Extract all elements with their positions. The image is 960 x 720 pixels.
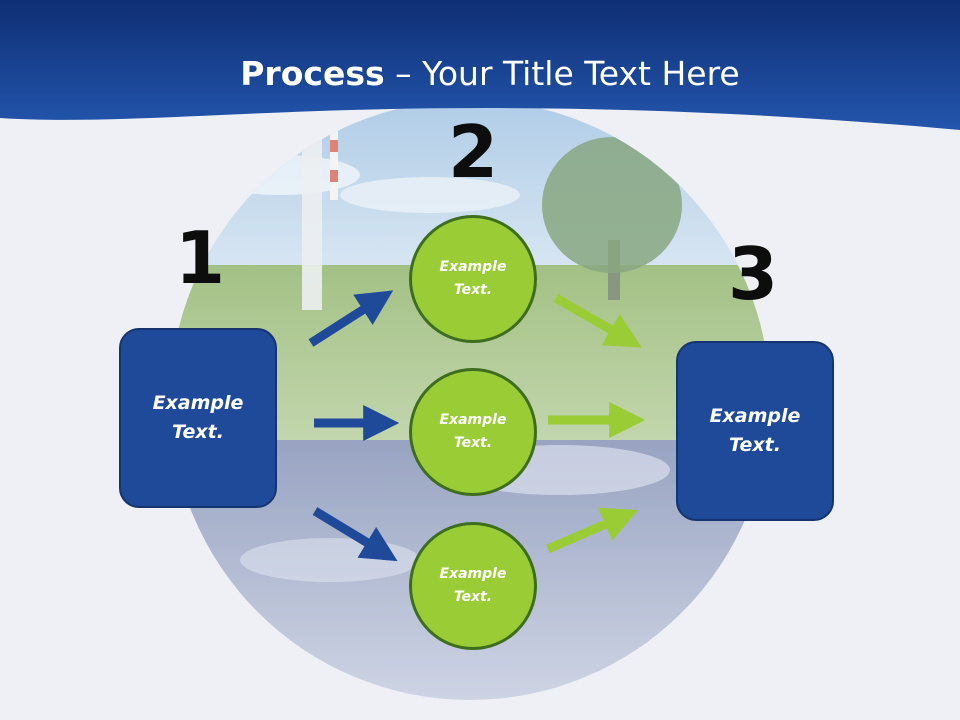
right-box: Example Text. <box>676 341 834 521</box>
circle-top-text: Example Text. <box>439 259 507 298</box>
circle-bottom: Example Text. <box>409 522 537 650</box>
title-rest: – Your Title Text Here <box>384 54 740 93</box>
circle-top: Example Text. <box>409 215 537 343</box>
circle-middle-text: Example Text. <box>439 412 507 451</box>
left-box-text: Example Text. <box>152 392 244 443</box>
arrow-green-up <box>546 507 639 554</box>
slide-title: Process – Your Title Text Here <box>0 52 960 96</box>
circle-bottom-text: Example Text. <box>439 566 507 605</box>
arrow-blue-down <box>312 507 398 562</box>
step-number-2: 2 <box>447 110 499 194</box>
title-bold: Process <box>240 54 385 93</box>
step-number-3: 3 <box>727 232 779 316</box>
circle-middle: Example Text. <box>409 368 537 496</box>
arrow-green-down <box>553 294 642 348</box>
arrow-blue-up <box>308 290 394 347</box>
right-box-text: Example Text. <box>709 405 801 456</box>
step-number-1: 1 <box>174 216 226 300</box>
left-box: Example Text. <box>119 328 277 508</box>
